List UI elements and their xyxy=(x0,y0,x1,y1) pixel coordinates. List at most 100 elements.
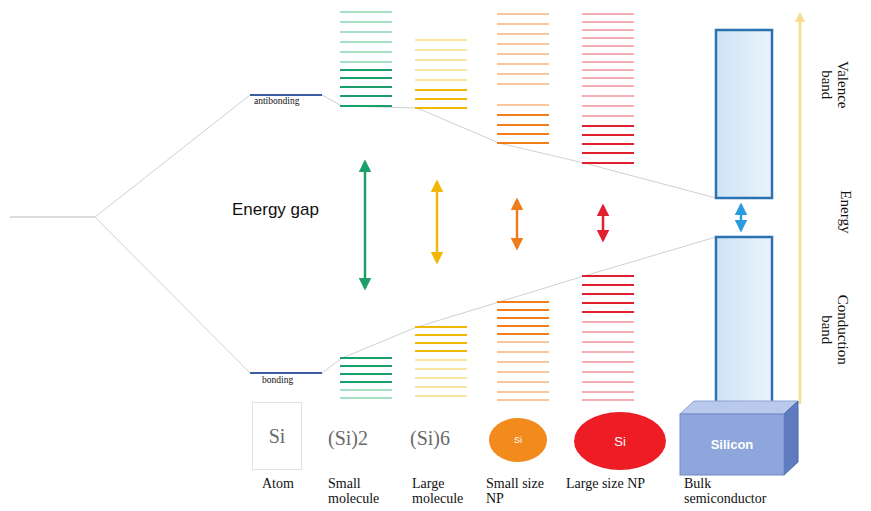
energy-level xyxy=(582,152,634,154)
energy-level xyxy=(582,21,634,23)
energy-level xyxy=(415,49,467,51)
energy-level xyxy=(340,21,392,23)
energy-level xyxy=(582,331,634,333)
energy-level xyxy=(582,399,634,401)
axis-label: Valence band xyxy=(818,45,850,125)
energy-level xyxy=(415,359,467,361)
energy-level xyxy=(582,134,634,136)
energy-level xyxy=(415,350,467,352)
energy-level xyxy=(497,43,549,45)
node-text: Si xyxy=(514,435,522,445)
category-label: Large molecule xyxy=(412,477,478,506)
energy-level xyxy=(340,69,392,71)
energy-level xyxy=(582,95,634,97)
category-label: Bulk semiconductor xyxy=(684,477,770,506)
energy-level xyxy=(497,142,549,144)
level-label: bonding xyxy=(262,376,322,386)
energy-level xyxy=(340,51,392,53)
energy-level xyxy=(497,13,549,15)
energy-level xyxy=(582,311,634,313)
energy-level xyxy=(582,302,634,304)
energy-level xyxy=(340,373,392,375)
energy-level xyxy=(582,275,634,277)
energy-level xyxy=(340,31,392,33)
antibonding-level xyxy=(250,94,322,96)
energy-level xyxy=(582,105,634,107)
energy-level xyxy=(497,309,549,311)
energy-level xyxy=(340,95,392,97)
energy-level xyxy=(582,321,634,323)
energy-level xyxy=(497,381,549,383)
species-label: (Si)6 xyxy=(410,428,480,449)
energy-level xyxy=(415,98,467,100)
axis-label: Energy xyxy=(837,172,853,252)
node-text: Si xyxy=(269,425,286,448)
energy-level xyxy=(582,361,634,363)
gap-arrow xyxy=(740,205,743,230)
energy-level xyxy=(582,69,634,71)
valence-band-block xyxy=(716,30,772,198)
conduction-band-block xyxy=(716,237,772,407)
energy-level xyxy=(415,395,467,397)
energy-level xyxy=(415,89,467,91)
energy-level xyxy=(340,389,392,391)
energy-level xyxy=(497,133,549,135)
energy-level xyxy=(497,371,549,373)
axis-label: Conduction band xyxy=(818,290,850,370)
splitting-lines xyxy=(10,95,716,373)
gap-arrow xyxy=(436,182,439,262)
energy-level xyxy=(340,397,392,399)
energy-level xyxy=(415,326,467,328)
bulk-silicon-cube: Silicon xyxy=(676,398,802,478)
energy-level xyxy=(497,114,549,116)
energy-level xyxy=(582,371,634,373)
energy-level xyxy=(582,143,634,145)
energy-level xyxy=(415,69,467,71)
energy-level xyxy=(497,361,549,363)
node-text: Si xyxy=(614,434,626,449)
energy-level xyxy=(582,391,634,393)
energy-level xyxy=(497,23,549,25)
energy-level xyxy=(582,341,634,343)
energy-level xyxy=(497,104,549,106)
energy-level xyxy=(582,37,634,39)
energy-level xyxy=(340,61,392,63)
category-label: Large size NP xyxy=(566,477,648,492)
energy-level xyxy=(340,11,392,13)
level-label: antibonding xyxy=(254,97,334,107)
energy-level xyxy=(497,351,549,353)
energy-level xyxy=(582,13,634,15)
energy-level xyxy=(497,33,549,35)
energy-level xyxy=(582,162,634,164)
energy-level xyxy=(415,107,467,109)
energy-level xyxy=(497,317,549,319)
energy-level xyxy=(415,342,467,344)
gap-arrow xyxy=(364,162,367,288)
energy-level xyxy=(582,45,634,47)
large-nanoparticle: Si xyxy=(573,411,667,471)
category-label: Small molecule xyxy=(328,477,394,506)
energy-level xyxy=(582,29,634,31)
energy-level xyxy=(340,77,392,79)
energy-level xyxy=(497,325,549,327)
energy-level xyxy=(340,41,392,43)
energy-level xyxy=(497,301,549,303)
energy-level xyxy=(497,53,549,55)
energy-level xyxy=(340,105,392,107)
energy-level xyxy=(497,341,549,343)
energy-level xyxy=(497,63,549,65)
energy-level xyxy=(582,293,634,295)
atom-box: Si xyxy=(252,402,302,470)
energy-level xyxy=(582,85,634,87)
species-label: (Si)2 xyxy=(328,428,398,449)
axis-label: Energy gap xyxy=(232,201,322,219)
small-nanoparticle: Si xyxy=(488,417,548,463)
category-label: Small size NP xyxy=(486,477,564,506)
category-label: Atom xyxy=(262,477,312,492)
energy-level xyxy=(582,53,634,55)
bonding-level xyxy=(250,372,322,374)
energy-level xyxy=(340,365,392,367)
energy-levels xyxy=(340,12,634,400)
energy-level xyxy=(415,39,467,41)
